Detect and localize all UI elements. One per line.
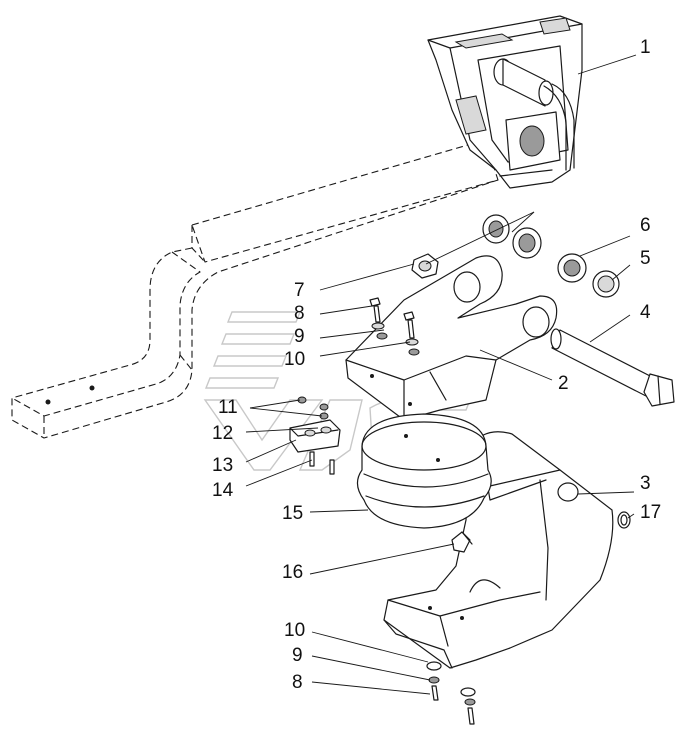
callout-13: 13 xyxy=(212,455,233,476)
nut-part-7 xyxy=(411,253,439,279)
air-spring-part-15 xyxy=(356,413,492,553)
callout-15: 15 xyxy=(282,503,303,524)
clamp-part-13 xyxy=(289,396,341,475)
frame-bracket-part-1 xyxy=(427,15,583,189)
callout-9-upper: 9 xyxy=(294,326,305,347)
long-bolt-part-4 xyxy=(550,328,675,407)
callout-16: 16 xyxy=(282,562,303,583)
callout-14: 14 xyxy=(212,480,234,501)
callout-17: 17 xyxy=(640,502,661,523)
lower-bolt-set xyxy=(426,661,476,725)
callout-labels: 1 2 3 4 5 6 7 8 9 10 11 12 13 14 15 16 1… xyxy=(212,37,661,693)
callout-12: 12 xyxy=(212,423,233,444)
callout-10-upper: 10 xyxy=(284,349,305,370)
callout-9-lower: 9 xyxy=(292,645,303,666)
callout-3: 3 xyxy=(640,473,651,494)
callout-5: 5 xyxy=(640,248,651,269)
leader-lines xyxy=(245,54,637,695)
callout-11: 11 xyxy=(218,397,238,418)
callout-2: 2 xyxy=(558,373,569,394)
callout-8-lower: 8 xyxy=(292,672,303,693)
callout-8-upper: 8 xyxy=(294,303,305,324)
trailing-arm-part-2 xyxy=(345,255,558,421)
callout-6: 6 xyxy=(640,215,651,236)
bushing-set xyxy=(482,214,620,298)
upper-bolt-set xyxy=(369,297,420,356)
chassis-frame-outline xyxy=(11,139,499,439)
callout-10-lower: 10 xyxy=(284,620,305,641)
callout-4: 4 xyxy=(640,302,651,323)
lower-bracket-part-3 xyxy=(383,431,631,669)
callout-1: 1 xyxy=(640,37,651,58)
callout-7: 7 xyxy=(294,280,305,301)
